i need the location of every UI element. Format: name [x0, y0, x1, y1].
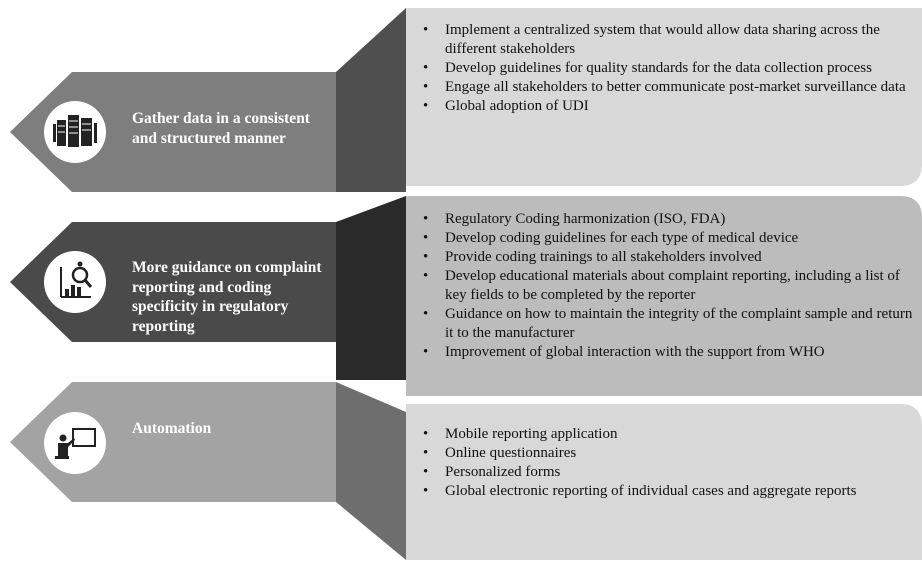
row3-icon-circle	[44, 412, 106, 474]
row2-side-panel	[336, 196, 406, 380]
server-racks-icon	[53, 115, 97, 147]
list-item: Global adoption of UDI	[418, 97, 913, 116]
row2-title: More guidance on complaint reporting and…	[132, 259, 322, 335]
list-item: Global electronic reporting of individua…	[418, 482, 888, 501]
row3-bullet-list: Mobile reporting application Online ques…	[418, 425, 888, 501]
list-item: Develop coding guidelines for each type …	[418, 229, 918, 248]
chart-magnifier-icon	[60, 261, 93, 298]
list-item: Guidance on how to maintain the integrit…	[418, 305, 918, 343]
presenter-board-icon	[55, 428, 96, 459]
row1-bullet-list: Implement a centralized system that woul…	[418, 21, 913, 116]
row1-title: Gather data in a consistent and structur…	[132, 110, 310, 147]
list-item: Develop educational materials about comp…	[418, 267, 918, 305]
row3-label-arrow	[10, 382, 336, 502]
list-item: Implement a centralized system that woul…	[418, 21, 913, 59]
list-item: Provide coding trainings to all stakehol…	[418, 248, 918, 267]
list-item: Engage all stakeholders to better commun…	[418, 78, 913, 97]
list-item: Regulatory Coding harmonization (ISO, FD…	[418, 210, 918, 229]
list-item: Mobile reporting application	[418, 425, 888, 444]
row1-label-arrow	[10, 72, 336, 192]
list-item: Develop guidelines for quality standards…	[418, 59, 913, 78]
list-item: Online questionnaires	[418, 444, 888, 463]
row1-side-panel	[336, 8, 406, 192]
list-item: Improvement of global interaction with t…	[418, 343, 918, 362]
row2-label-arrow	[10, 222, 336, 342]
row3-side-panel	[336, 382, 406, 560]
list-item: Personalized forms	[418, 463, 888, 482]
row2-bullet-list: Regulatory Coding harmonization (ISO, FD…	[418, 210, 918, 362]
row2-icon-circle	[44, 251, 106, 313]
row3-title: Automation	[132, 420, 212, 437]
row1-icon-circle	[44, 101, 106, 163]
